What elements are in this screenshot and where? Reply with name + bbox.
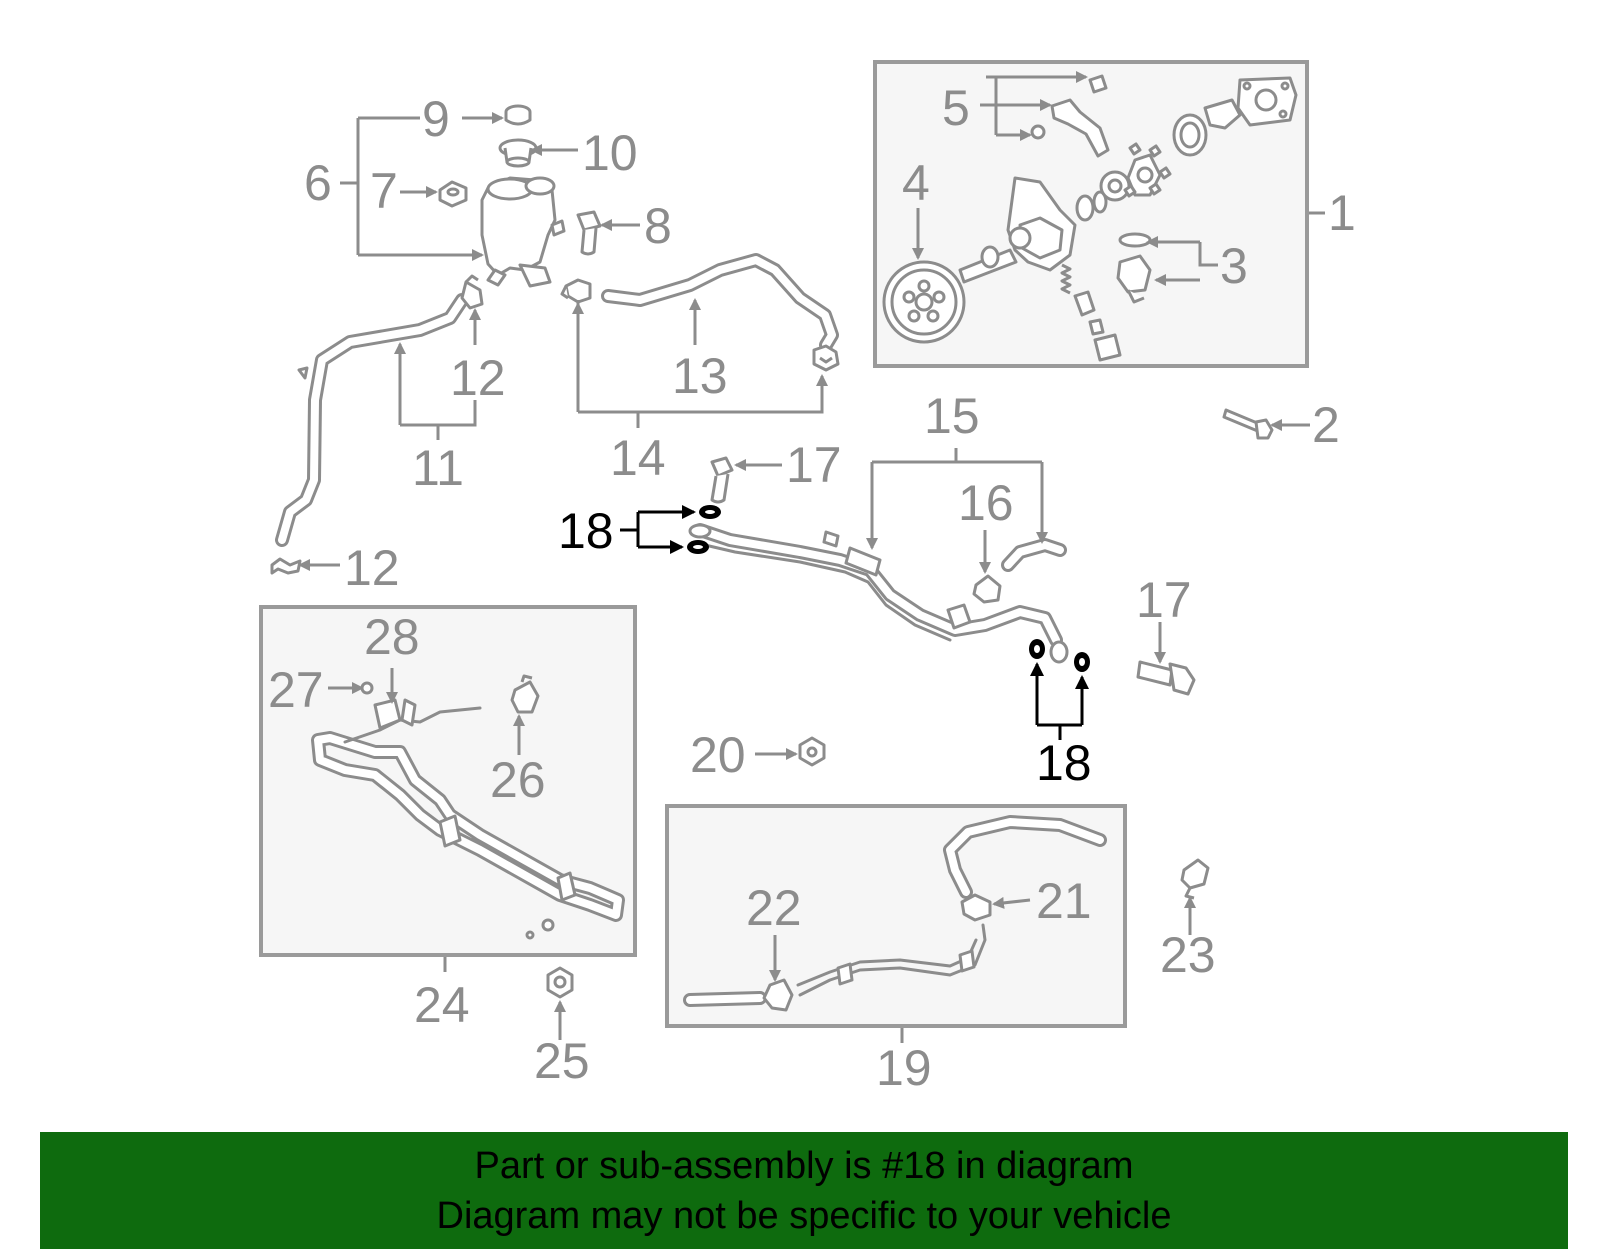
nut-part-7 [438, 180, 468, 208]
callout-5: 5 [942, 80, 970, 136]
notice-banner: Part or sub-assembly is #18 in diagram D… [40, 1132, 1568, 1249]
hose-part-11 [275, 293, 469, 547]
callout-12-lower: 12 [344, 540, 400, 596]
return-hose-box [665, 804, 1127, 1028]
pressure-line-part-15 [688, 523, 1069, 664]
pump-valve [1060, 263, 1122, 362]
callout-17-upper: 17 [786, 437, 842, 493]
callout-22: 22 [746, 880, 802, 936]
callout-18-left: 18 [558, 503, 614, 559]
o-ring-part-18-upper-b [687, 540, 709, 554]
reservoir-seal [504, 104, 532, 126]
bolt-part-17-upper [710, 456, 734, 504]
pump-assembly-box [873, 60, 1309, 368]
callout-23: 23 [1160, 927, 1216, 983]
pump-union-bolt [1116, 232, 1152, 304]
reservoir-cap [498, 138, 538, 168]
clip-part-23 [1180, 858, 1210, 900]
clamp-part-12-lower [270, 557, 302, 575]
clamp-part-12-upper [460, 274, 484, 310]
banner-line-disclaimer: Diagram may not be specific to your vehi… [436, 1194, 1172, 1237]
bolt-part-8 [576, 210, 602, 256]
callout-25: 25 [534, 1033, 590, 1089]
callout-4: 4 [902, 155, 930, 211]
callout-8: 8 [644, 198, 672, 254]
o-ring-part-18-upper-a [699, 505, 721, 519]
callout-26: 26 [490, 752, 546, 808]
reservoir-tank [480, 176, 566, 288]
callout-1: 1 [1328, 185, 1356, 241]
nut-part-25 [546, 966, 574, 999]
pump-body [980, 76, 1298, 272]
callout-13: 13 [672, 348, 728, 404]
callout-9: 9 [422, 91, 450, 147]
banner-line-part-info: Part or sub-assembly is #18 in diagram [474, 1144, 1134, 1187]
callout-12-upper: 12 [450, 350, 506, 406]
pump-pulley [882, 248, 1018, 344]
parts-diagram: 1 2 3 4 5 6 7 8 9 10 11 12 12 13 14 15 1… [259, 60, 1356, 1096]
clamp-part-14-left [560, 278, 592, 304]
callout-20: 20 [690, 727, 746, 783]
callout-19: 19 [876, 1040, 932, 1096]
callout-3: 3 [1220, 238, 1248, 294]
callout-11: 11 [412, 440, 464, 496]
callout-28: 28 [364, 609, 420, 665]
clip-part-26 [510, 674, 540, 714]
o-ring-part-18-lower-a [1029, 639, 1045, 659]
return-hose-stub [1001, 538, 1067, 572]
callout-24: 24 [414, 977, 470, 1033]
callout-15: 15 [924, 388, 980, 444]
callout-6: 6 [304, 155, 332, 211]
bolt-part-2 [1222, 408, 1274, 440]
callout-17-lower: 17 [1136, 572, 1192, 628]
callout-27: 27 [268, 662, 324, 718]
hose-part-13 [601, 253, 839, 352]
bolt-part-17-lower [1136, 660, 1196, 696]
clamp-part-14-right [812, 344, 840, 372]
clamp-part-16 [972, 574, 1002, 604]
callout-2: 2 [1312, 397, 1340, 453]
o-ring-part-18-lower-b [1074, 652, 1090, 672]
callout-21: 21 [1036, 873, 1092, 929]
callout-14: 14 [610, 430, 666, 486]
nut-part-20 [798, 736, 826, 767]
callout-16: 16 [958, 475, 1014, 531]
callout-10: 10 [582, 125, 638, 181]
pump-inlet-fitting [1030, 74, 1110, 158]
callout-7: 7 [370, 163, 398, 219]
cooler-assembly-box [259, 605, 637, 957]
callout-18-right: 18 [1036, 735, 1092, 791]
